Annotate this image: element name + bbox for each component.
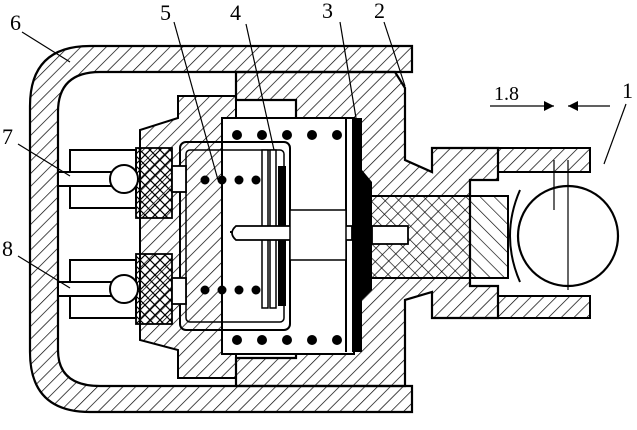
callout-8: 8 <box>2 236 13 261</box>
leader-lines <box>17 21 627 289</box>
dimension-annotation: 1.8 <box>490 83 610 111</box>
callout-6: 6 <box>10 10 21 35</box>
ball <box>509 160 620 290</box>
callout-3: 3 <box>322 0 333 23</box>
outer-housing <box>28 44 414 414</box>
contact-plates <box>230 149 409 309</box>
callout-labels: 1 2 3 4 5 6 7 8 <box>2 0 633 261</box>
callout-4: 4 <box>230 0 241 25</box>
contact-carrier <box>135 95 237 379</box>
springs <box>179 130 342 345</box>
terminals <box>57 149 187 319</box>
callout-7: 7 <box>2 124 13 149</box>
callout-5: 5 <box>160 0 171 25</box>
callout-1: 1 <box>622 78 633 103</box>
dimension-label: 1.8 <box>494 83 519 105</box>
callout-2: 2 <box>374 0 385 23</box>
